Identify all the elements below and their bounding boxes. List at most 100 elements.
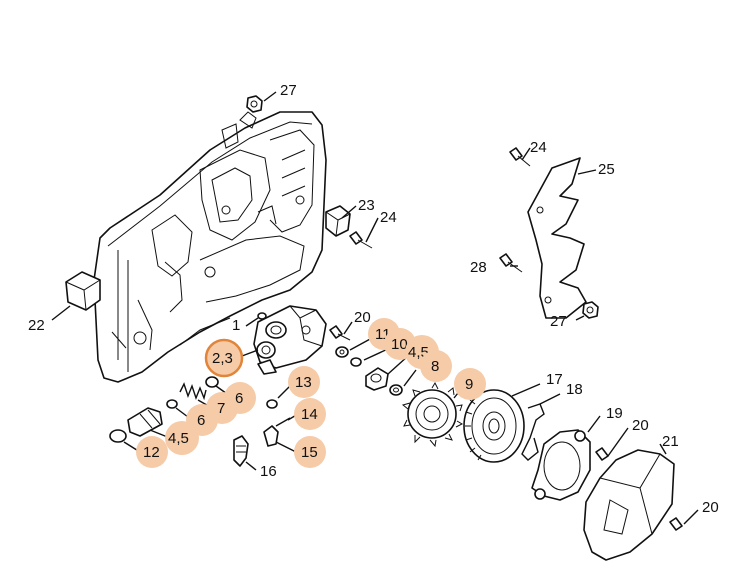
svg-text:20: 20 <box>632 417 649 434</box>
callout-16: 16 <box>260 463 277 480</box>
washer-10 <box>350 357 362 367</box>
svg-text:24: 24 <box>530 139 547 156</box>
svg-text:27: 27 <box>280 82 297 99</box>
svg-text:14: 14 <box>301 406 318 423</box>
svg-text:6: 6 <box>197 412 205 429</box>
callout-6-upper: 6 <box>235 390 243 407</box>
callout-22: 22 <box>28 317 45 334</box>
highlight-9 <box>454 368 486 400</box>
screw-20-ring <box>595 447 609 461</box>
callout-21: 21 <box>662 433 679 450</box>
callout-12: 12 <box>143 444 160 461</box>
callout-layer: 27 24 25 23 24 28 27 22 1 20 11 <box>28 82 719 516</box>
highlight-ring-23 <box>204 338 244 378</box>
oring-6-upper <box>205 376 219 388</box>
svg-text:20: 20 <box>354 309 371 326</box>
spring-7 <box>179 382 207 401</box>
nut-27-lower <box>582 301 599 319</box>
svg-text:18: 18 <box>566 381 583 398</box>
callout-19: 19 <box>606 405 623 422</box>
callout-23-ring: 2,3 <box>212 350 233 367</box>
callout-27-top: 27 <box>280 82 297 99</box>
svg-text:1: 1 <box>232 317 240 334</box>
clip-18 <box>521 403 545 461</box>
callout-9: 9 <box>465 376 473 393</box>
cover-21 <box>583 449 675 561</box>
svg-text:28: 28 <box>470 259 487 276</box>
svg-text:9: 9 <box>465 376 473 393</box>
screw-20-cover <box>669 517 683 531</box>
nut-27-top <box>246 95 263 113</box>
oring-1 <box>257 312 267 320</box>
washer-6-lower <box>166 399 178 409</box>
callout-45-lower: 4,5 <box>168 430 189 447</box>
oring-12 <box>109 429 127 443</box>
svg-text:4,5: 4,5 <box>168 430 189 447</box>
washer-8 <box>389 384 403 396</box>
svg-text:10: 10 <box>391 336 408 353</box>
screw-28 <box>499 253 523 273</box>
oring-13 <box>266 399 278 409</box>
cap-45 <box>365 367 389 391</box>
oil-pump-body <box>253 305 327 375</box>
svg-text:13: 13 <box>295 374 312 391</box>
leader-lines <box>51 91 699 525</box>
highlight-15 <box>294 436 326 468</box>
screw-24-mid <box>349 231 373 249</box>
callout-24-mid: 24 <box>380 209 397 226</box>
callout-20-pump: 20 <box>354 309 371 326</box>
callout-25: 25 <box>598 161 615 178</box>
connector-16 <box>233 435 249 467</box>
svg-text:2,3: 2,3 <box>212 350 233 367</box>
callout-17: 17 <box>546 371 563 388</box>
crankcase-housing <box>93 111 327 383</box>
callout-13: 13 <box>295 374 312 391</box>
washer-11 <box>335 346 349 358</box>
svg-text:19: 19 <box>606 405 623 422</box>
callout-10: 10 <box>391 336 408 353</box>
callout-8: 8 <box>431 358 439 375</box>
svg-text:23: 23 <box>358 197 375 214</box>
highlight-14 <box>294 398 326 430</box>
worm-gear-17 <box>463 389 525 463</box>
svg-text:17: 17 <box>546 371 563 388</box>
svg-text:20: 20 <box>702 499 719 516</box>
callout-20-ring: 20 <box>632 417 649 434</box>
callout-14: 14 <box>301 406 318 423</box>
svg-text:27: 27 <box>550 313 567 330</box>
callout-23: 23 <box>358 197 375 214</box>
ring-19 <box>531 429 591 501</box>
plunger-45 <box>127 407 163 437</box>
highlight-13 <box>288 366 320 398</box>
callout-18: 18 <box>566 381 583 398</box>
callout-20-cover: 20 <box>702 499 719 516</box>
svg-text:15: 15 <box>301 444 318 461</box>
svg-text:24: 24 <box>380 209 397 226</box>
svg-text:22: 22 <box>28 317 45 334</box>
highlight-12 <box>136 436 168 468</box>
callout-24-top: 24 <box>530 139 547 156</box>
callout-28: 28 <box>470 259 487 276</box>
callout-27-lower: 27 <box>550 313 567 330</box>
svg-text:8: 8 <box>431 358 439 375</box>
svg-text:7: 7 <box>217 400 225 417</box>
part-23-piece <box>325 205 351 237</box>
pin-14 <box>275 417 291 427</box>
part-22-block <box>65 271 101 311</box>
svg-text:25: 25 <box>598 161 615 178</box>
callout-7: 7 <box>217 400 225 417</box>
valve-15 <box>263 425 279 447</box>
screw-24-top <box>509 147 531 167</box>
svg-text:6: 6 <box>235 390 243 407</box>
callout-1: 1 <box>232 317 240 334</box>
svg-text:21: 21 <box>662 433 679 450</box>
screw-20-pump <box>329 325 351 341</box>
callout-15: 15 <box>301 444 318 461</box>
bracket-25 <box>527 157 587 319</box>
highlight-8 <box>420 350 452 382</box>
callout-6-lower: 6 <box>197 412 205 429</box>
sprocket-9 <box>401 381 464 448</box>
svg-text:12: 12 <box>143 444 160 461</box>
